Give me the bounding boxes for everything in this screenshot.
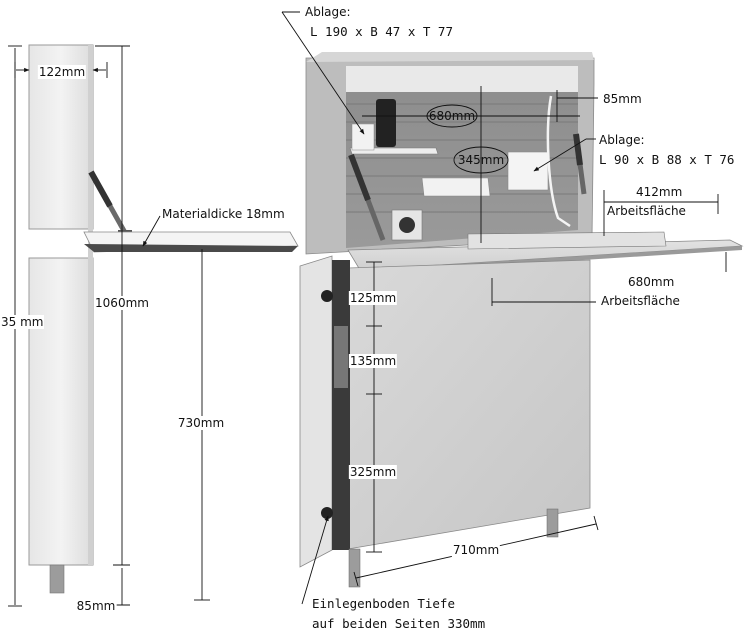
shelf-right-title: Ablage:: [599, 133, 645, 147]
inner-height-label: 345mm: [457, 153, 505, 167]
shelf-top-title: Ablage:: [305, 5, 351, 19]
top-gap-label: 85mm: [603, 92, 642, 106]
shelf-note-line2: auf beiden Seiten 330mm: [312, 615, 486, 631]
depth-label: 122mm: [37, 65, 87, 79]
inner-width-label: 680mm: [428, 109, 476, 123]
cabinet-width-label: 710mm: [451, 543, 501, 557]
compartment-2-label: 135mm: [348, 354, 398, 368]
compartment-3-label: 325mm: [348, 465, 398, 479]
shelf-note-line1: Einlegenboden Tiefe: [312, 595, 455, 611]
work-depth-label: Arbeitsfläche: [607, 204, 686, 218]
front-view-cabinet: [299, 52, 744, 588]
compartment-1-label: 125mm: [348, 291, 398, 305]
work-width-value: 680mm: [628, 275, 675, 289]
height-1060-label: 1060mm: [94, 296, 150, 310]
leg-height-label: 85mm: [75, 599, 117, 613]
table-height-label: 730mm: [176, 416, 226, 430]
side-view-cabinet: [28, 44, 299, 594]
total-height-label: 35 mm: [0, 315, 45, 329]
shelf-top-dims: L 190 x B 47 x T 77: [310, 23, 453, 39]
work-depth-value: 412mm: [636, 185, 683, 199]
material-thickness-label: Materialdicke 18mm: [162, 207, 285, 221]
work-width-label: Arbeitsfläche: [601, 294, 680, 308]
shelf-right-dims: L 90 x B 88 x T 76: [599, 151, 735, 167]
